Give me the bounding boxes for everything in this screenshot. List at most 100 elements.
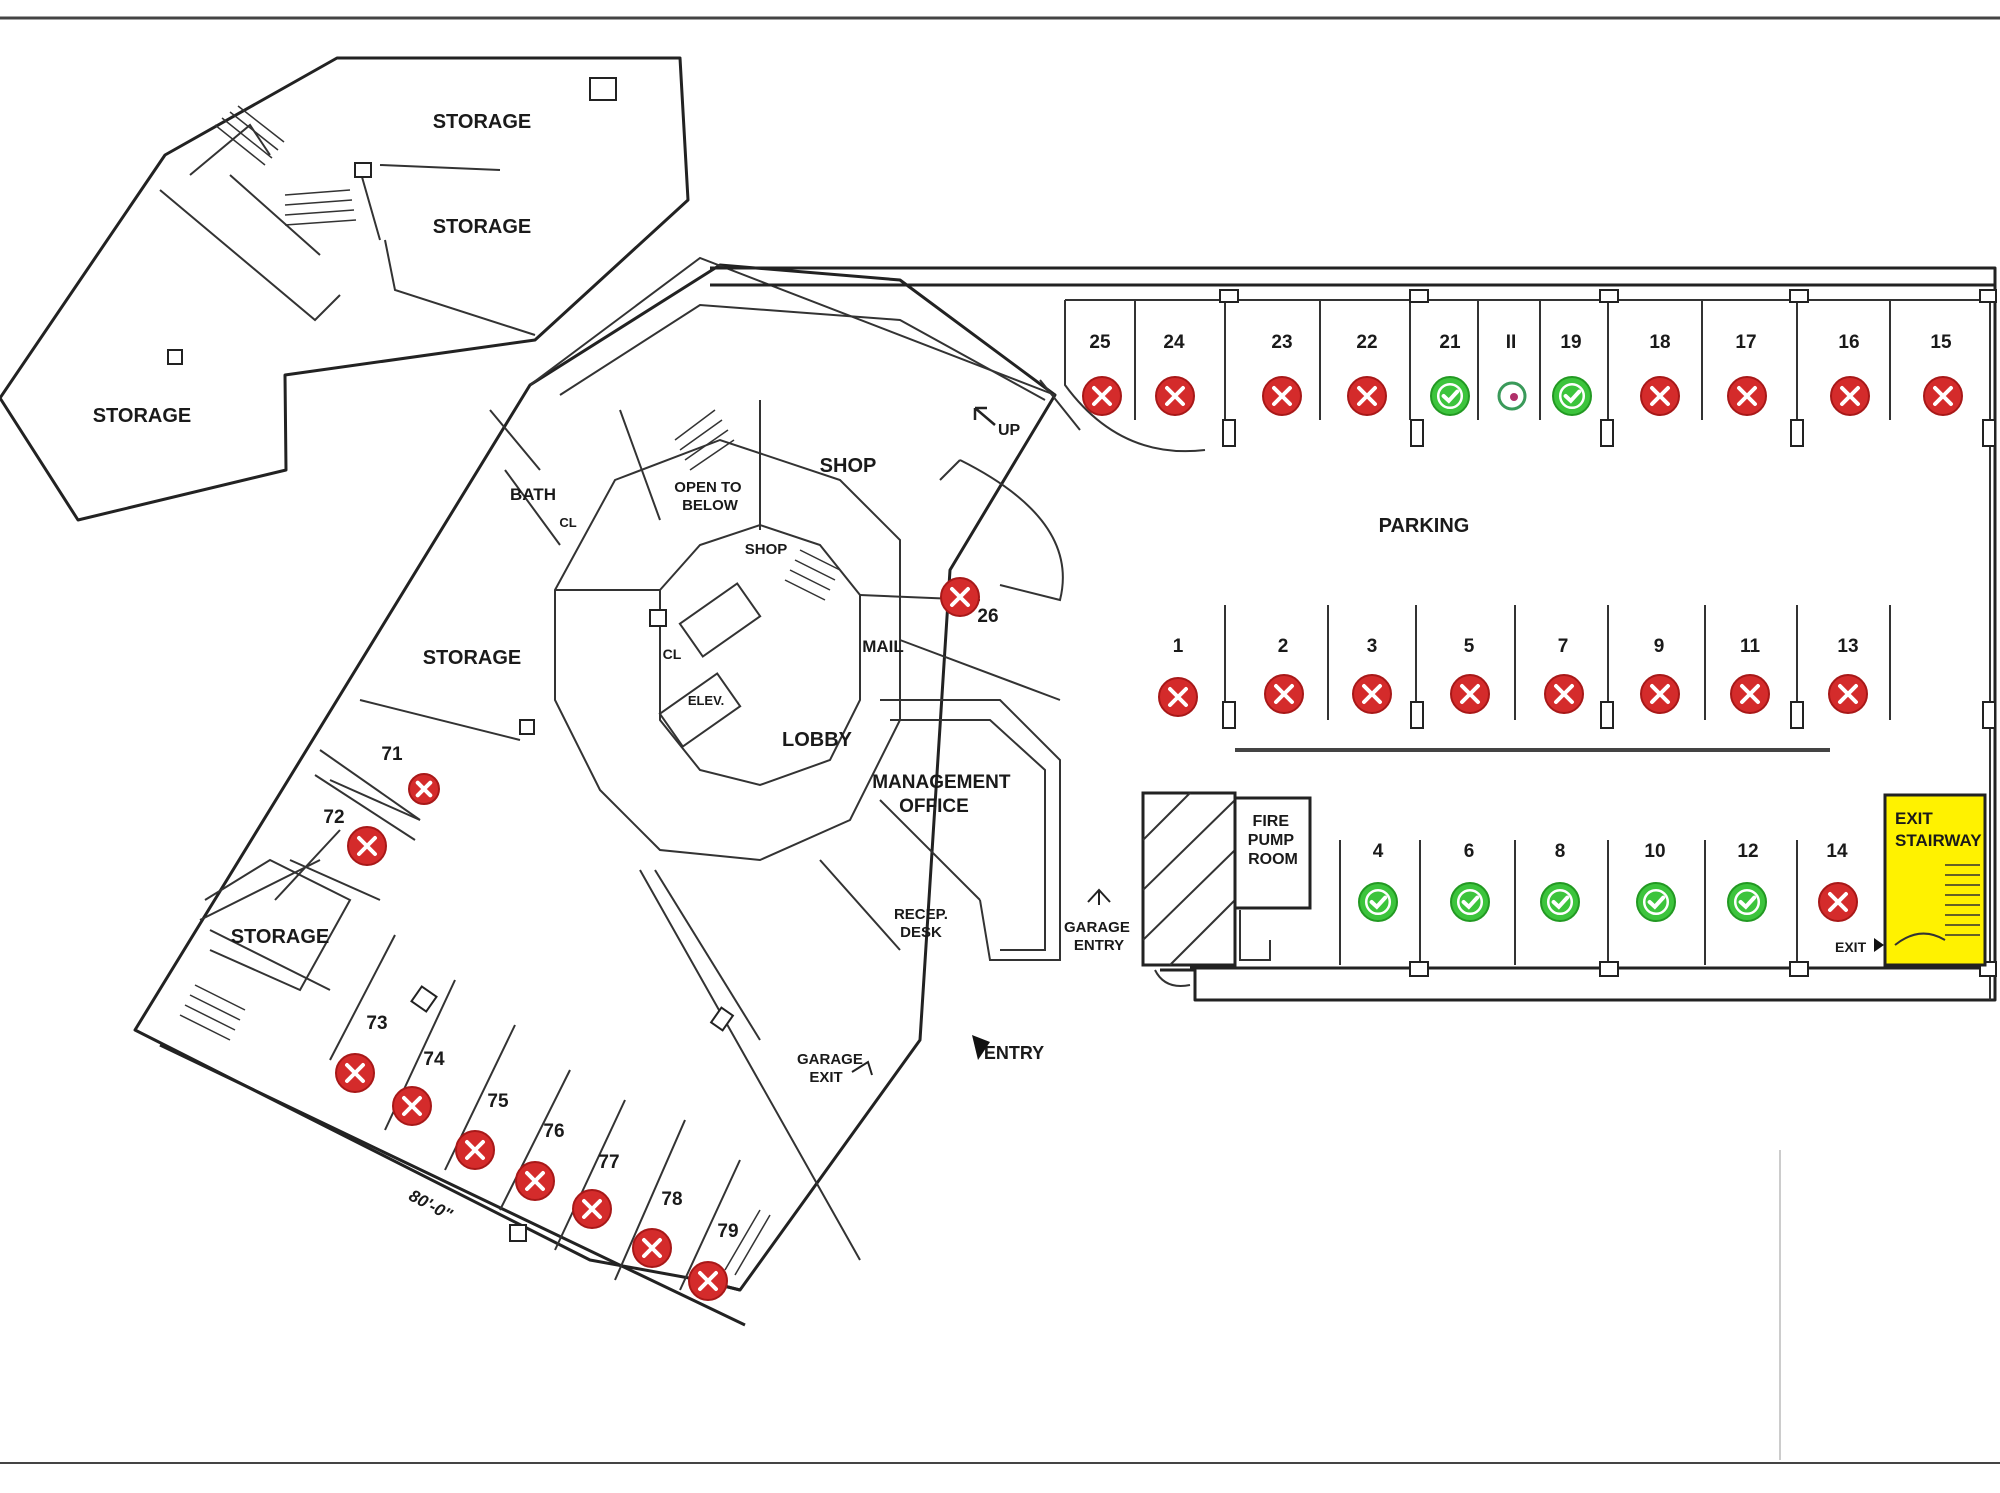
column [1979, 289, 1997, 303]
parking-spot-2[interactable]: 2 [1264, 636, 1304, 714]
parking-spot-9[interactable]: 9 [1640, 636, 1680, 714]
parking-spot-73[interactable]: 73 [335, 1013, 388, 1093]
x-mark-icon [1274, 684, 1294, 704]
garage-entry-line-1: GARAGE [1064, 919, 1130, 936]
spot-number-16: 16 [1838, 332, 1859, 353]
parking-spot-22[interactable]: 22 [1347, 332, 1387, 416]
column [1790, 701, 1804, 729]
curb-curve [1064, 300, 1206, 453]
reception-desk-line-2: DESK [900, 924, 942, 941]
parking-spot-15[interactable]: 15 [1923, 332, 1963, 416]
parking-spot-79[interactable]: 79 [688, 1221, 739, 1301]
column [1409, 961, 1429, 977]
entry-label: ENTRY [984, 1043, 1044, 1063]
x-mark-icon [1737, 386, 1757, 406]
parking-spot-18[interactable]: 18 [1640, 332, 1680, 416]
parking-spot-77[interactable]: 77 [572, 1152, 620, 1229]
parking-spot-16[interactable]: 16 [1830, 332, 1870, 416]
check-mark-icon [1563, 389, 1582, 404]
x-mark-icon [1650, 684, 1670, 704]
parking-spot-13[interactable]: 13 [1828, 636, 1868, 714]
parking-spot-7[interactable]: 7 [1544, 636, 1584, 714]
open-to-below-line-1: OPEN TO [674, 479, 742, 496]
parking-spot-74[interactable]: 74 [392, 1049, 445, 1126]
parking-spot-21[interactable]: 21 [1430, 332, 1470, 416]
parking-spot-11[interactable]: 11 [1730, 636, 1770, 714]
parking-spot-71[interactable]: 71 [381, 744, 440, 805]
garage-entry-label: GARAGE ENTRY [1064, 919, 1134, 954]
management-office-line-1: MANAGEMENT [872, 772, 1011, 793]
available-status-icon [1636, 882, 1676, 922]
check-mark-icon [1647, 895, 1666, 910]
parking-spot-6[interactable]: 6 [1450, 841, 1490, 922]
x-mark-icon [698, 1271, 718, 1291]
parking-spot-24[interactable]: 24 [1155, 332, 1195, 416]
exit-stairway-line-1: EXIT [1895, 809, 1933, 828]
check-mark-icon [1738, 895, 1757, 910]
spot-number-79: 79 [717, 1221, 738, 1242]
spot-number-78: 78 [661, 1189, 682, 1210]
room-labels: STORAGE STORAGE STORAGE STORAGE STORAGE … [93, 111, 1983, 1225]
shop-label: SHOP [820, 455, 877, 477]
parking-spot-78[interactable]: 78 [632, 1189, 683, 1268]
check-ring-icon [1364, 888, 1392, 916]
elevator-shaft [658, 672, 742, 748]
spot-number-10: 10 [1644, 841, 1665, 862]
parking-spot-26[interactable]: 26 [940, 577, 999, 627]
column [1790, 419, 1804, 447]
reception-desk-label: RECEP. DESK [894, 906, 952, 941]
middle-stall-dividers [1224, 605, 1891, 720]
column [1409, 289, 1429, 303]
spot-number-73: 73 [366, 1013, 387, 1034]
x-mark-icon [345, 1063, 365, 1083]
building-stairs [179, 409, 841, 1276]
parking-spot-23[interactable]: 23 [1262, 332, 1302, 416]
fire-pump-room-line-2: PUMP [1248, 832, 1295, 849]
parking-spot-25[interactable]: 25 [1082, 332, 1122, 416]
parking-spot-1[interactable]: 1 [1158, 636, 1198, 717]
elevator-shaft [678, 582, 762, 658]
parking-spot-4[interactable]: 4 [1358, 841, 1398, 922]
up-label: UP [998, 422, 1021, 439]
parking-spot-10[interactable]: 10 [1636, 841, 1676, 922]
ramp-hatch [1142, 792, 1236, 966]
column [1982, 419, 1996, 447]
available-status-icon [1552, 376, 1592, 416]
entry-arrow-icon [972, 1035, 990, 1060]
column [167, 349, 183, 365]
parking-spot-14[interactable]: 14 [1818, 841, 1858, 922]
lobby-label: LOBBY [782, 729, 853, 751]
storage-wing [0, 56, 690, 522]
column [1599, 289, 1619, 303]
open-to-below-label: OPEN TO BELOW [674, 479, 745, 514]
check-ring-icon [1733, 888, 1761, 916]
parking-spot-5[interactable]: 5 [1450, 636, 1490, 714]
parking-spot-17[interactable]: 17 [1727, 332, 1767, 416]
parking-spot-12[interactable]: 12 [1727, 841, 1767, 922]
spot-number-13: 13 [1837, 636, 1858, 657]
parking-spot-3[interactable]: 3 [1352, 636, 1392, 714]
parking-spot-8[interactable]: 8 [1540, 841, 1580, 922]
parking-spot-75[interactable]: 75 [455, 1091, 509, 1170]
storage-label: STORAGE [433, 216, 532, 238]
fire-pump-room-label: FIRE PUMP ROOM [1248, 813, 1298, 868]
x-mark-icon [415, 780, 433, 798]
spot-number-71: 71 [381, 744, 403, 765]
accessible-dot-icon [1510, 393, 1518, 401]
spot-number-12: 12 [1737, 841, 1758, 862]
parking-spot-72[interactable]: 72 [323, 807, 387, 866]
available-status-icon [1430, 376, 1470, 416]
column [589, 77, 617, 101]
spot-number-7: 7 [1558, 636, 1569, 657]
check-mark-icon [1441, 389, 1460, 404]
exit-stairs [1945, 864, 1980, 936]
closet-label: CL [663, 646, 682, 662]
parking-spot-II[interactable]: II [1497, 332, 1527, 411]
spot-number-9: 9 [1654, 636, 1665, 657]
column [519, 719, 535, 735]
available-status-icon [1358, 882, 1398, 922]
parking-spot-76[interactable]: 76 [515, 1121, 565, 1201]
column [1789, 961, 1809, 977]
parking-spot-19[interactable]: 19 [1552, 332, 1592, 416]
